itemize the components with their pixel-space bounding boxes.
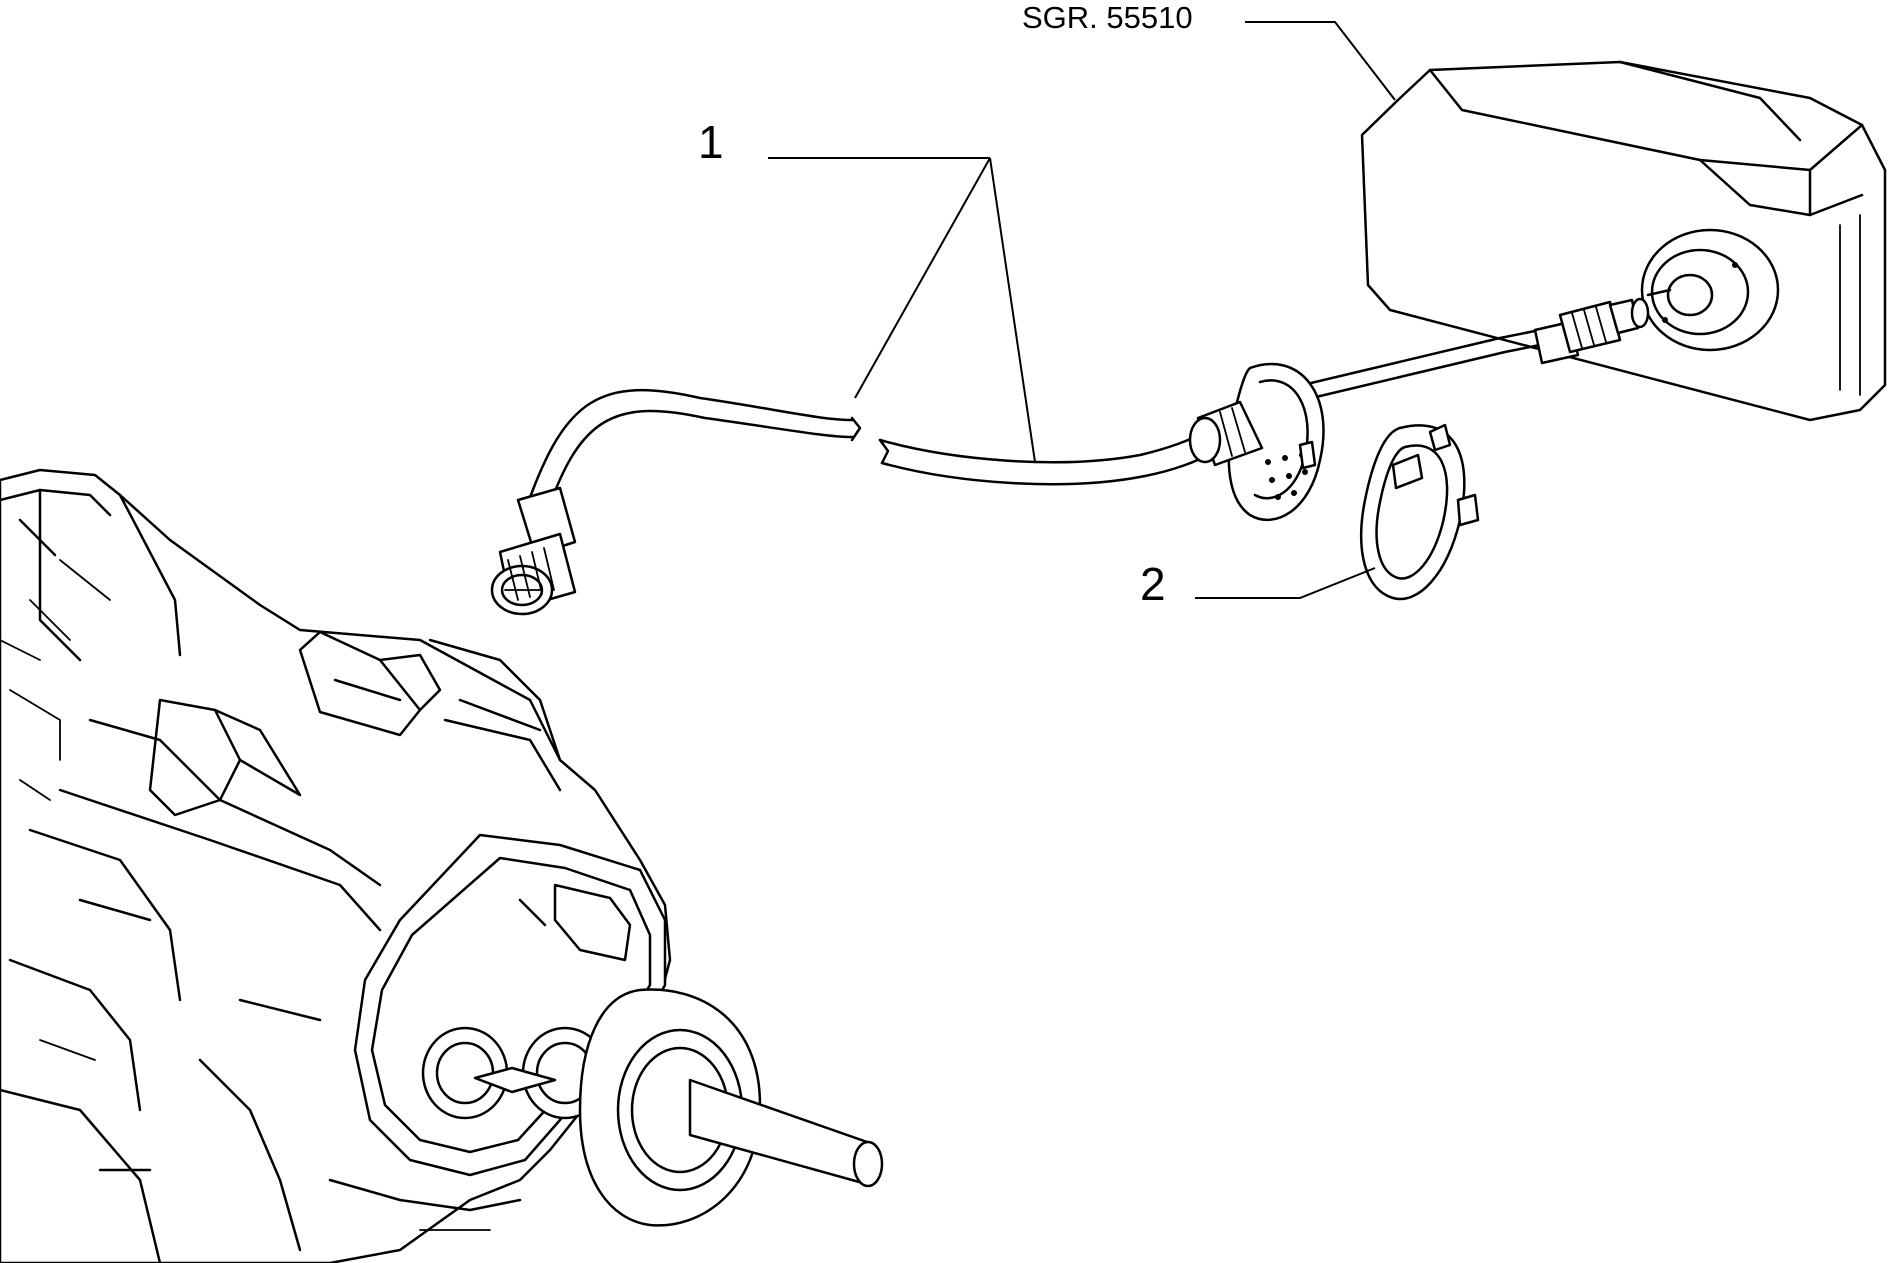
speedometer-cable bbox=[490, 297, 1650, 616]
cable-cluster-connector bbox=[1533, 297, 1650, 365]
grommet-seal bbox=[1359, 423, 1480, 601]
callout-2: 2 bbox=[1140, 558, 1166, 610]
leader-reference bbox=[1245, 21, 1396, 101]
reference-label: SGR. 55510 bbox=[1022, 0, 1193, 35]
instrument-cluster bbox=[1360, 60, 1887, 422]
leader-part-2 bbox=[1195, 567, 1376, 599]
gearbox bbox=[0, 468, 884, 1263]
cable-grommet bbox=[1188, 362, 1325, 521]
leader-lines bbox=[768, 21, 1396, 599]
cable-gearbox-connector bbox=[490, 486, 577, 616]
callout-1: 1 bbox=[698, 116, 724, 168]
